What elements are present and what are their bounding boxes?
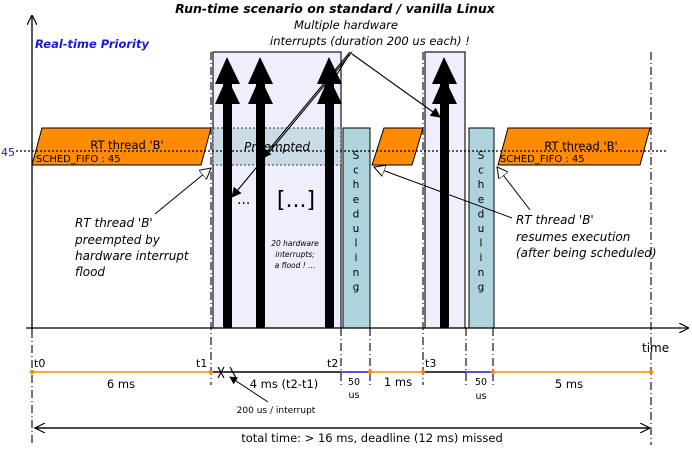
duration-5ms: 5 ms xyxy=(555,377,583,391)
marker-t3: t3 xyxy=(425,357,436,370)
timeline-dots xyxy=(29,369,654,375)
thread-right-policy: SCHED_FIFO : 45 xyxy=(500,154,585,165)
annotation-right-line2: resumes execution xyxy=(516,230,630,244)
diagram-title: Run-time scenario on standard / vanilla … xyxy=(175,1,496,16)
interrupts-note-line1: Multiple hardware xyxy=(294,18,398,32)
ellipsis-big: [...] xyxy=(277,188,315,213)
thread-segment-3 xyxy=(497,127,651,166)
priority-axis-label: Real-time Priority xyxy=(35,37,149,51)
priority-level-value: 45 xyxy=(1,146,15,159)
thread-segment-1 xyxy=(31,127,212,166)
time-axis-label: time xyxy=(642,341,669,355)
scheduling-block-2 xyxy=(468,127,495,329)
marker-t1: t1 xyxy=(196,357,207,370)
annotation-right-pointer-2 xyxy=(497,167,531,211)
duration-6ms: 6 ms xyxy=(107,377,135,391)
scheduling-block-1 xyxy=(342,127,371,329)
annotation-right-line1: RT thread 'B' xyxy=(516,213,594,227)
interrupt-arrow xyxy=(432,57,457,328)
time-marker-lines xyxy=(31,52,652,445)
annotation-right-pointer-1 xyxy=(374,167,513,219)
thread-right-name: RT thread 'B' xyxy=(544,139,617,153)
flood-note-line3: a flood ! ... xyxy=(275,261,316,270)
duration-1ms: 1 ms xyxy=(384,375,412,389)
duration-50us-a-value: 50 xyxy=(348,377,360,388)
interrupt-note: 200 us / interrupt xyxy=(237,406,316,416)
interrupt-arrow xyxy=(248,57,273,328)
duration-50us-b-unit: us xyxy=(476,391,487,402)
duration-50us-b-value: 50 xyxy=(475,377,487,388)
duration-4ms: 4 ms (t2-t1) xyxy=(250,377,319,391)
annotation-left-line1: RT thread 'B' xyxy=(75,216,153,230)
marker-t2: t2 xyxy=(327,357,338,370)
flood-note-line2: interrupts; xyxy=(275,250,314,259)
marker-t0: t0 xyxy=(34,357,45,370)
interrupt-arrow xyxy=(215,57,240,328)
interrupt-pointers xyxy=(231,51,441,198)
ellipsis-small: ... xyxy=(237,192,250,208)
annotation-right-line3: (after being scheduled) xyxy=(516,246,657,260)
annotation-left-pointer xyxy=(154,168,211,215)
total-time-label: total time: > 16 ms, deadline (12 ms) mi… xyxy=(241,431,503,445)
annotation-left-line4: flood xyxy=(75,265,105,279)
interrupt-ticks xyxy=(217,366,237,379)
interrupts-note-line2: interrupts (duration 200 us each) ! xyxy=(270,34,470,48)
thread-left-policy: SCHED_FIFO : 45 xyxy=(36,154,121,165)
thread-segment-2 xyxy=(371,127,424,166)
annotation-left-line2: preempted by xyxy=(74,233,161,247)
interrupt-note-pointer xyxy=(229,376,269,403)
flood-note-line1: 20 hardware xyxy=(271,239,319,248)
thread-left-name: RT thread 'B' xyxy=(90,138,163,152)
preempted-bar xyxy=(212,127,342,166)
duration-50us-a-unit: us xyxy=(349,390,360,401)
annotation-left-line3: hardware interrupt xyxy=(75,249,190,263)
